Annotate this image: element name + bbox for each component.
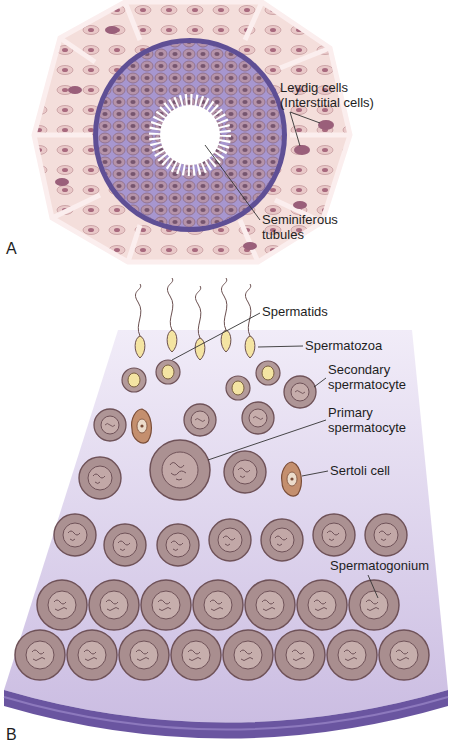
spermatocyte-cell xyxy=(54,514,96,556)
callout-label: Seminiferous tubules xyxy=(262,212,362,242)
panel-letter: A xyxy=(6,240,36,258)
spermatogonium-cell xyxy=(349,580,399,630)
leydig-cell xyxy=(105,26,119,34)
spermatozoon xyxy=(245,284,255,358)
spermatogonium-cell xyxy=(37,580,87,630)
spermatozoon xyxy=(221,278,231,352)
leydig-cell xyxy=(294,145,310,155)
callout-label: Spermatozoa xyxy=(305,338,415,353)
tubule-section xyxy=(4,330,448,723)
spermatocyte-cell xyxy=(104,524,146,566)
secondary-spermatocyte-cell xyxy=(94,409,126,441)
spermatogonium-cell xyxy=(119,630,169,680)
leydig-cell xyxy=(243,242,257,250)
leydig-cell xyxy=(68,86,82,94)
spermatogonium-cell xyxy=(245,580,295,630)
spermatid-cell xyxy=(256,361,280,385)
leydig-cell xyxy=(318,120,334,130)
callout-label: Leydig cells (Interstitial cells) xyxy=(280,80,405,110)
callout-label: Spermatids xyxy=(262,304,362,319)
sertoli-cell-shape xyxy=(132,409,152,443)
lumen-sperm-tails xyxy=(155,100,225,170)
spermatogonium-cell xyxy=(223,630,273,680)
germinal-epithelium xyxy=(98,43,282,227)
spermatocyte-cell xyxy=(224,451,266,493)
spermatid-cell xyxy=(156,360,180,384)
membrane-highlight xyxy=(4,697,448,730)
basement-membrane xyxy=(93,38,287,232)
spermatozoon xyxy=(135,284,145,358)
basement-membrane xyxy=(4,690,448,739)
spermatid-cell xyxy=(122,368,146,392)
spermatogonium-cell xyxy=(171,630,221,680)
leader-line xyxy=(172,313,378,598)
secondary-spermatocyte-cell xyxy=(242,402,274,434)
germ-cells xyxy=(98,43,282,227)
secondary-spermatocyte-cell xyxy=(184,404,216,436)
tubule-lumen xyxy=(160,105,220,165)
callout-label: Sertoli cell xyxy=(330,463,440,478)
secondary-spermatocyte-cell xyxy=(284,376,316,408)
spermatocyte-cell xyxy=(261,519,303,561)
leydig-cell xyxy=(293,201,307,209)
callout-label: Spermatogonium xyxy=(330,558,448,573)
sertoli-cell-shape xyxy=(282,462,302,496)
spermatocyte-cell xyxy=(209,519,251,561)
spermatid-cell xyxy=(226,376,250,400)
spermatogonium-cell xyxy=(327,630,377,680)
spermatogonium-cell xyxy=(379,630,429,680)
spermatozoon xyxy=(167,278,177,352)
leader-line xyxy=(205,112,320,220)
spermatogonium-cell xyxy=(15,630,65,680)
callout-label: Secondary spermatocyte xyxy=(328,362,438,392)
spermatogonium-cell xyxy=(141,580,191,630)
panel-letter: B xyxy=(6,726,36,744)
spermatozoon xyxy=(195,286,205,360)
spermatocyte-cell xyxy=(157,524,199,566)
spermatogonium-cell xyxy=(67,630,117,680)
spermatocyte-cell xyxy=(365,514,407,556)
spermatogonium-cell xyxy=(193,580,243,630)
spermatogonium-cell xyxy=(89,580,139,630)
spermatogonium-cell xyxy=(275,630,325,680)
callout-label: Primary spermatocyte xyxy=(328,405,438,435)
spermatogonium-cell xyxy=(297,580,347,630)
leydig-cell xyxy=(55,178,69,186)
primary-spermatocyte-cell xyxy=(150,440,210,500)
spermatocyte-cell xyxy=(313,514,355,556)
spermatocyte-cell xyxy=(79,457,121,499)
